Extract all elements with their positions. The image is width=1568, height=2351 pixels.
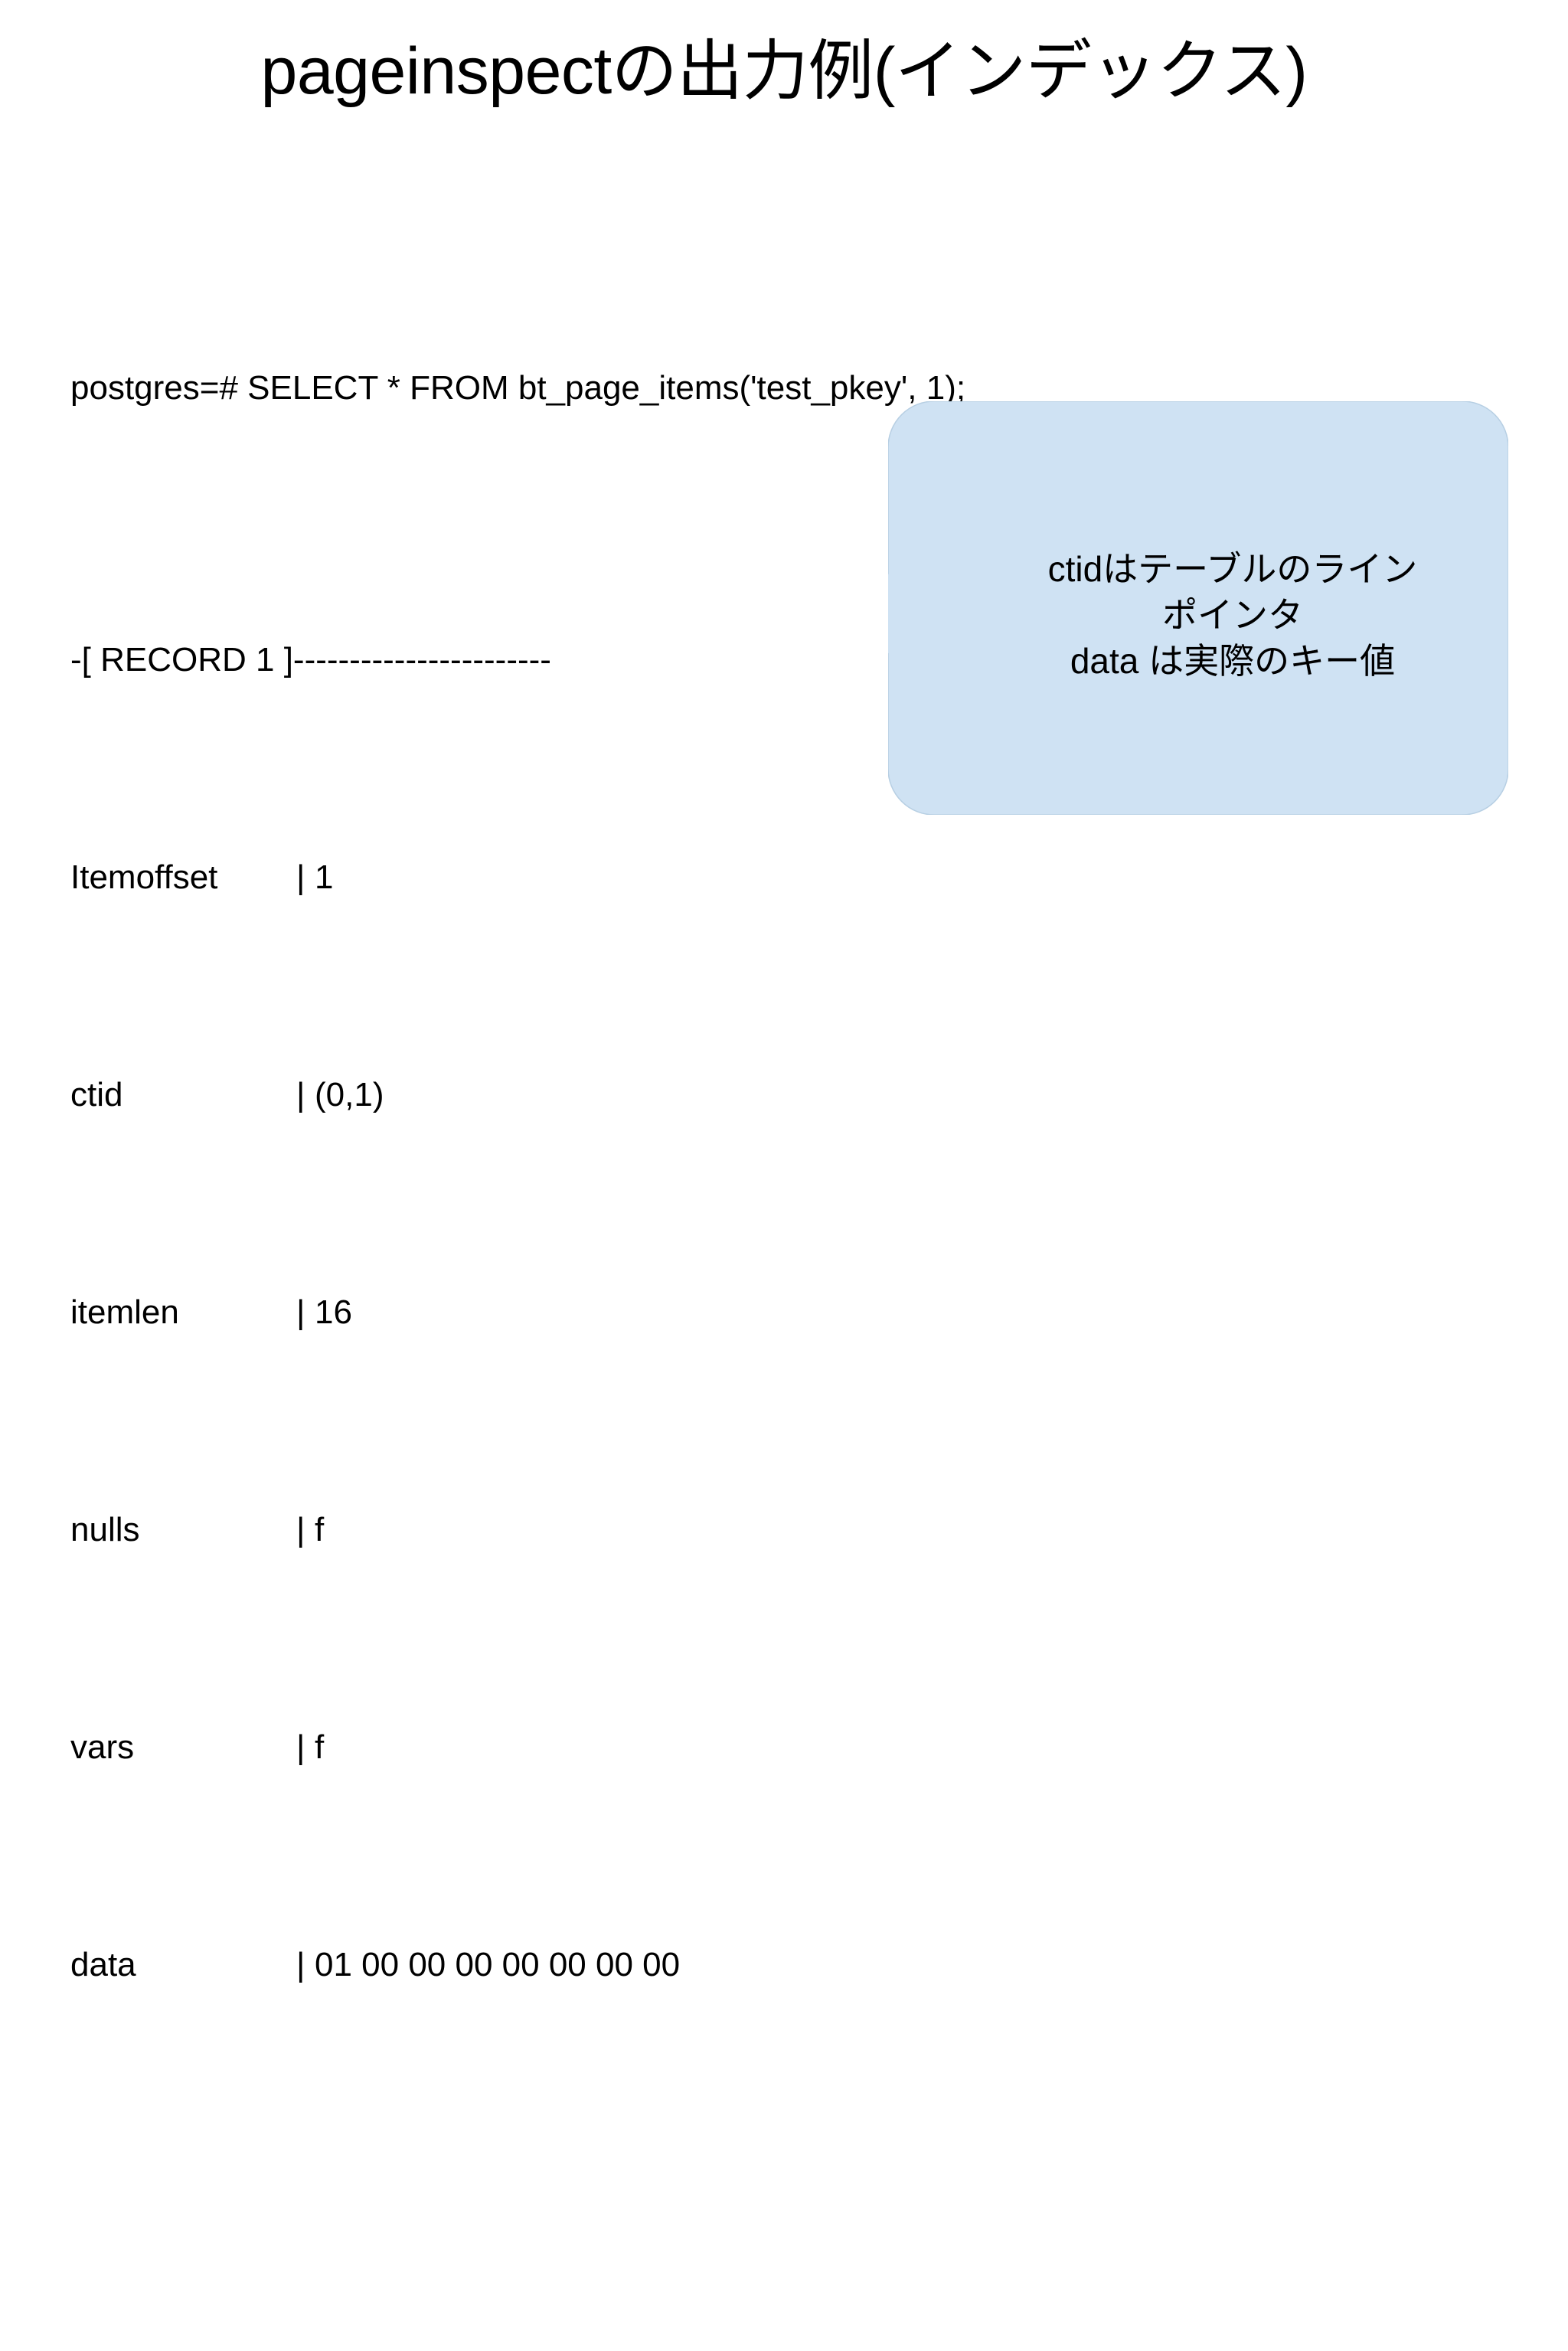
field-separator: | xyxy=(296,1511,305,1548)
field-value: f xyxy=(315,1511,325,1548)
field-name: nulls xyxy=(70,1511,140,1548)
field-name: itemlen xyxy=(70,1293,179,1331)
field-value: 1 xyxy=(315,858,334,896)
field-separator: | xyxy=(296,858,305,896)
field-name: data xyxy=(70,1946,136,1983)
console-field-row: Itemoffset | 1 xyxy=(70,850,989,904)
field-separator: | xyxy=(296,1076,305,1113)
field-value: (0,1) xyxy=(315,1076,384,1113)
callout-line: ポインタ xyxy=(1162,594,1303,635)
field-value: f xyxy=(315,1728,325,1766)
field-value: 16 xyxy=(315,1293,352,1331)
field-name: ctid xyxy=(70,1076,123,1113)
callout-line: data は実際のキー値 xyxy=(1070,640,1396,681)
field-name: vars xyxy=(70,1728,135,1766)
console-blank-line xyxy=(70,2155,989,2209)
field-separator: | xyxy=(296,1946,305,1983)
console-field-row: vars | f xyxy=(70,1720,989,1774)
callout-balloon: ctidはテーブルのライン ポインタ data は実際のキー値 xyxy=(888,401,1508,815)
console-field-row: itemlen | 16 xyxy=(70,1285,989,1339)
page-title: pageinspectの出力例(インデックス) xyxy=(260,34,1308,108)
callout-text: ctidはテーブルのライン ポインタ data は実際のキー値 xyxy=(980,547,1485,684)
console-field-row: ctid | (0,1) xyxy=(70,1068,989,1122)
field-separator: | xyxy=(296,1728,305,1766)
field-value: 01 00 00 00 00 00 00 00 xyxy=(315,1946,681,1983)
console-output-block: postgres=# SELECT * FROM bt_page_items('… xyxy=(70,198,989,2351)
record-header: -[ RECORD 1 ]----------------------- xyxy=(70,641,551,678)
callout-line: ctidはテーブルのライン xyxy=(1047,549,1418,589)
field-separator: | xyxy=(296,1293,305,1331)
console-field-row: nulls | f xyxy=(70,1502,989,1557)
console-field-row: data | 01 00 00 00 00 00 00 00 xyxy=(70,1937,989,1992)
field-name: Itemoffset xyxy=(70,858,218,896)
console-prompt-line: postgres=# SELECT * FROM bt_page_items('… xyxy=(70,369,966,407)
